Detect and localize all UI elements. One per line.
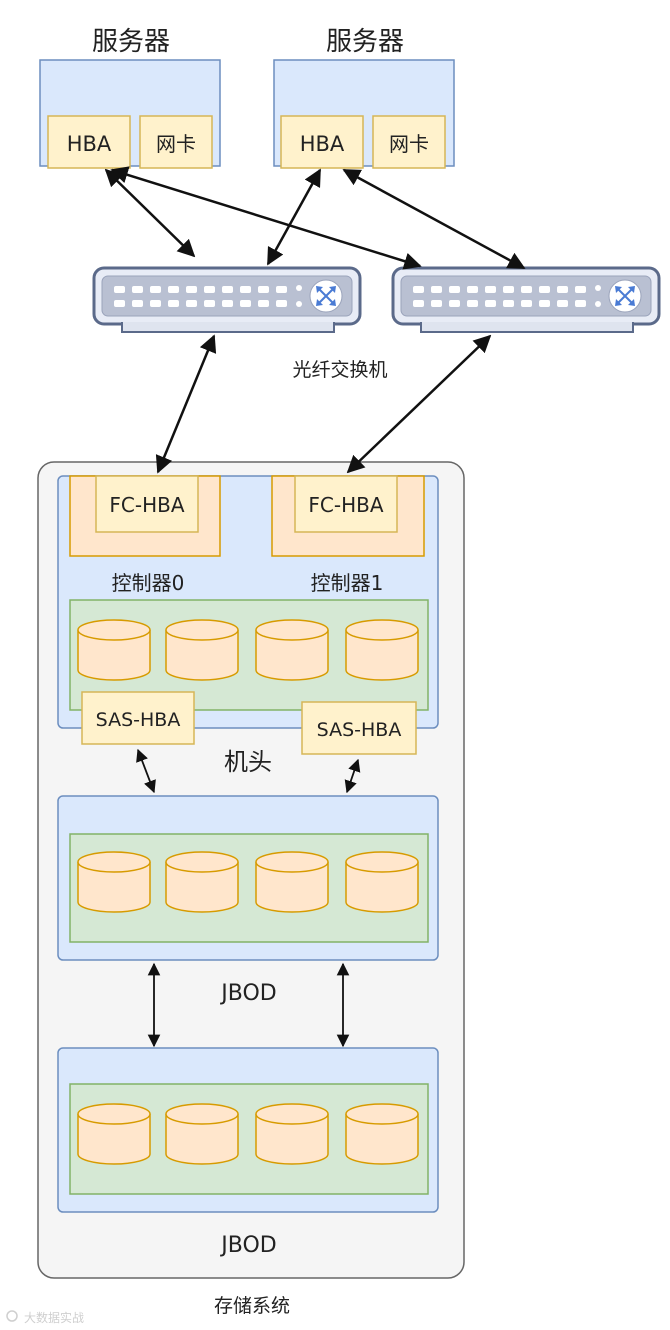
watermark: 大数据实战: [6, 1310, 84, 1325]
controller-1-fc-hba-label: FC-HBA: [308, 493, 383, 517]
fiber-switch-label: 光纤交换机: [292, 359, 387, 381]
server-1: 服务器 HBA 网卡: [39, 27, 221, 169]
server-1-hba-label: HBA: [67, 132, 112, 156]
head-disk-2: [165, 619, 239, 681]
server-1-hba: [47, 115, 131, 169]
storage-system-label: 存储系统: [214, 1295, 290, 1317]
sas-hba-1-label: SAS-HBA: [317, 719, 402, 741]
jbod-1-label: JBOD: [219, 981, 276, 1006]
link-server2-switch1: [266, 168, 322, 266]
jbod-2-disk-1: [77, 1103, 151, 1165]
watermark-icon: [6, 1310, 18, 1322]
jbod-2-label: JBOD: [219, 1233, 276, 1258]
link-switch2-controller1: [346, 334, 492, 474]
sas-hba-1: [301, 701, 417, 755]
watermark-text: 大数据实战: [24, 1310, 84, 1325]
server-2: 服务器 HBA 网卡: [273, 27, 455, 169]
jbod-1-disk-1: [77, 851, 151, 913]
fiber-switch-1-icon: [92, 266, 362, 334]
controller-1-label: 控制器1: [311, 571, 384, 595]
head-disk-4: [345, 619, 419, 681]
server-1-nic-label: 网卡: [156, 132, 196, 156]
server-1-title: 服务器: [92, 27, 170, 57]
sas-hba-0: [81, 691, 195, 745]
jbod-1-disk-2: [165, 851, 239, 913]
sas-connectors: [136, 748, 361, 1048]
controller-1-fc-hba: [294, 475, 398, 533]
server-2-hba-label: HBA: [300, 132, 345, 156]
connectors: [104, 166, 526, 474]
controller-0-fc-hba-label: FC-HBA: [109, 493, 184, 517]
link-sas1-jbod1: [344, 758, 361, 794]
link-server2-switch2: [342, 168, 526, 270]
jbod-2-disk-3: [255, 1103, 329, 1165]
jbod-2-disk-2: [165, 1103, 239, 1165]
controller-0-fc-hba: [95, 475, 199, 533]
controller-0-label: 控制器0: [112, 571, 185, 595]
server-2-nic-label: 网卡: [389, 132, 429, 156]
server-2-nic: [372, 115, 446, 169]
link-switch1-controller0: [155, 334, 217, 474]
head-disk-3: [255, 619, 329, 681]
jbod-2-disk-4: [345, 1103, 419, 1165]
sas-hba-0-label: SAS-HBA: [96, 709, 181, 731]
jbod-1-disk-4: [345, 851, 419, 913]
head-disk-1: [77, 619, 151, 681]
link-server1-switch2: [110, 166, 422, 270]
head-label: 机头: [224, 748, 272, 776]
server-2-title: 服务器: [326, 27, 404, 57]
fiber-switch-2-icon: [391, 266, 661, 334]
link-sas0-jbod1: [136, 748, 156, 794]
jbod-1-disk-3: [255, 851, 329, 913]
